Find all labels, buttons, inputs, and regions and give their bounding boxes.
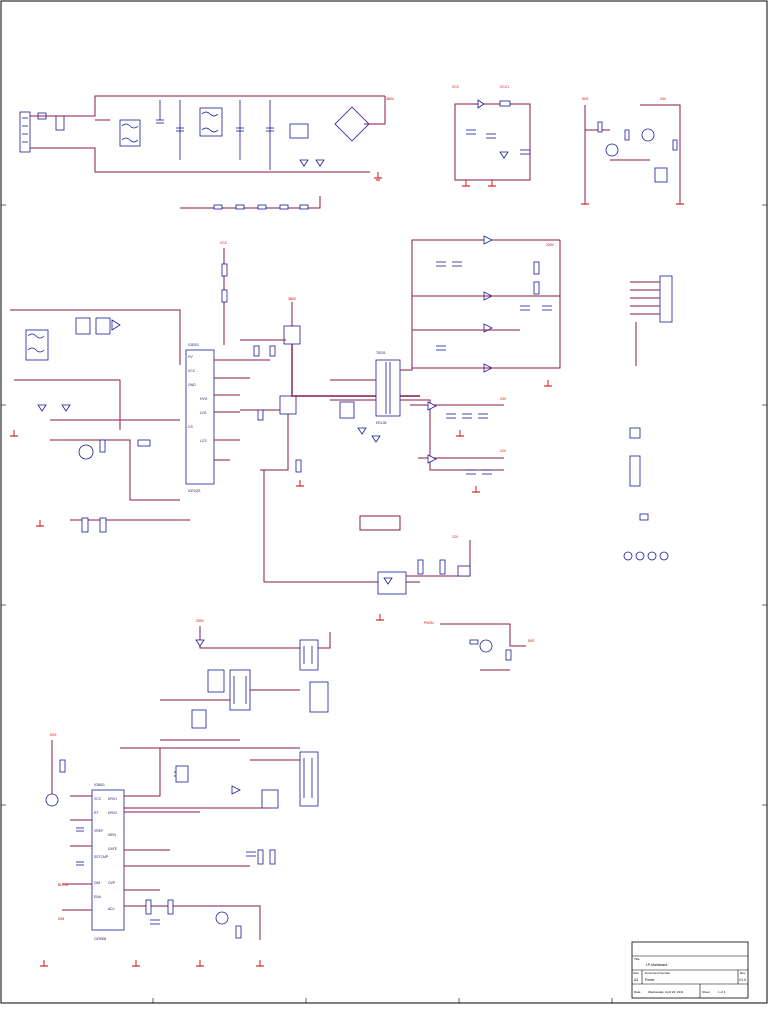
label-dim: DIM: [58, 917, 64, 921]
transformer-part: ERL35: [376, 421, 386, 425]
ic-primary-pin-3: GND: [188, 383, 196, 387]
half-bridge-mosfets: 380V: [240, 297, 420, 583]
label-5vs-led: 5VS: [50, 733, 57, 737]
label-vcc1-standby: VCC1: [500, 85, 509, 89]
title-block-size-label: Size: [633, 971, 639, 975]
ic-led-part: OZ9906: [94, 937, 106, 941]
ic-led-pin-1: VCC: [94, 797, 102, 801]
emi-filter-section: 380V: [19, 95, 395, 210]
ic-primary-pin-4: HVG: [200, 397, 208, 401]
label-pson: PSON: [424, 621, 434, 625]
title-block-title-label: Title: [634, 957, 640, 961]
ic-primary-pin-7: LCS: [200, 439, 207, 443]
bridge-rectifier: [334, 106, 370, 142]
title-block-size-value: A3: [634, 978, 638, 982]
ic-led-pin-11: VREF: [94, 829, 103, 833]
secondary-low-voltage-section: 24V 12V: [410, 397, 507, 493]
label-380v-bridge: 380V: [386, 97, 395, 101]
ac-input-connector: [19, 111, 31, 153]
ic-led-pin-10: OVP: [108, 881, 116, 885]
pson-control-section: 5VS 24V: [581, 97, 684, 205]
label-380v-primary: 380V: [288, 297, 297, 301]
label-200v-output: 200V: [546, 243, 555, 247]
label-12v-feedback: 12V: [452, 535, 459, 539]
label-bl-on: BL-ON: [58, 883, 69, 887]
ic-led-pin-4: DRV2: [108, 811, 117, 815]
label-5vs-switch: 5VS: [528, 639, 535, 643]
title-block-sheet-value: 1 of 1: [718, 990, 726, 994]
ic-led-pin-12: ADJ: [108, 907, 115, 911]
ic-led-pin-2: RT: [94, 811, 98, 815]
inrush-transformer: [289, 123, 309, 139]
title-block-doc-label: Document Number: [645, 971, 670, 975]
standby-supply-section: VCC VCC1: [452, 85, 531, 187]
label-24v-output: 24V: [500, 397, 507, 401]
ic-led-pin-9: SSTCMP: [94, 855, 109, 859]
label-5vs-pson: 5VS: [582, 97, 589, 101]
pfc-section: [10, 309, 190, 533]
title-block-title-value: LP-Mainboard: [646, 963, 667, 967]
led-boost-section: 200V: [120, 619, 331, 865]
title-block-doc-value: Power: [645, 978, 655, 982]
transformer-name: T8201: [376, 351, 386, 355]
ic-led-name: IC8601: [94, 783, 105, 787]
ic-primary-pin-2: VCC: [188, 369, 196, 373]
ic-led-pin-5: ISEN: [108, 833, 116, 837]
title-block-rev-value: V1.0: [739, 978, 746, 982]
title-block: Title LP-Mainboard Size A3 Document Numb…: [631, 941, 749, 999]
label-vcc-primary: VCC: [220, 241, 228, 245]
title-block-date-label: Date:: [634, 990, 641, 994]
ic-led-body: [91, 789, 125, 931]
output-connectors: [623, 275, 673, 561]
ic-primary-controller: IC8201 ICE2QS HV VCC GND HVG LVG CS LCS …: [185, 241, 270, 493]
title-block-sheet-label: Sheet: [702, 990, 710, 994]
title-block-date-value: Wednesday, April 20, 2011: [648, 990, 684, 994]
feedback-section: 12V: [359, 515, 471, 621]
frame-ticks-bottom: [152, 998, 613, 1003]
secondary-200v-section: 200V: [412, 235, 561, 387]
frame-ticks-right: [762, 204, 767, 806]
common-mode-choke-2: [199, 107, 223, 137]
ic-primary-pin-6: CS: [188, 425, 193, 429]
ic-led-pin-3: DRV1: [108, 797, 117, 801]
transformer-core: [375, 359, 401, 417]
title-block-rev-label: Rev: [740, 971, 746, 975]
label-24v-switched: 24V: [660, 97, 667, 101]
ic-primary-pin-5: LVG: [200, 411, 207, 415]
ic-primary-name: IC8201: [188, 343, 199, 347]
ic-primary-body: [185, 349, 215, 485]
boost-inductor: [229, 669, 251, 711]
ic-primary-part: ICE2QS: [188, 489, 201, 493]
label-200v-boost: 200V: [196, 619, 205, 623]
ic-led-pin-6: GATE: [108, 847, 118, 851]
ic-led-controller: IC8601 OZ9906 VCC RT DRV1 DRV2 ISEN GATE…: [40, 733, 264, 967]
ic-led-pin-8: ENA: [94, 895, 102, 899]
frame-ticks-left: [1, 204, 6, 806]
label-12v-output: 12V: [500, 449, 507, 453]
ic-led-pin-7: DIM: [94, 881, 100, 885]
label-vcc-standby: VCC: [452, 85, 460, 89]
pson-switch-section: PSON 5VS: [424, 621, 535, 671]
main-transformer: T8201 ERL35: [330, 239, 560, 471]
varistor: [55, 115, 65, 131]
ic-primary-pin-1: HV: [188, 355, 193, 359]
common-mode-choke-1: [119, 119, 141, 147]
